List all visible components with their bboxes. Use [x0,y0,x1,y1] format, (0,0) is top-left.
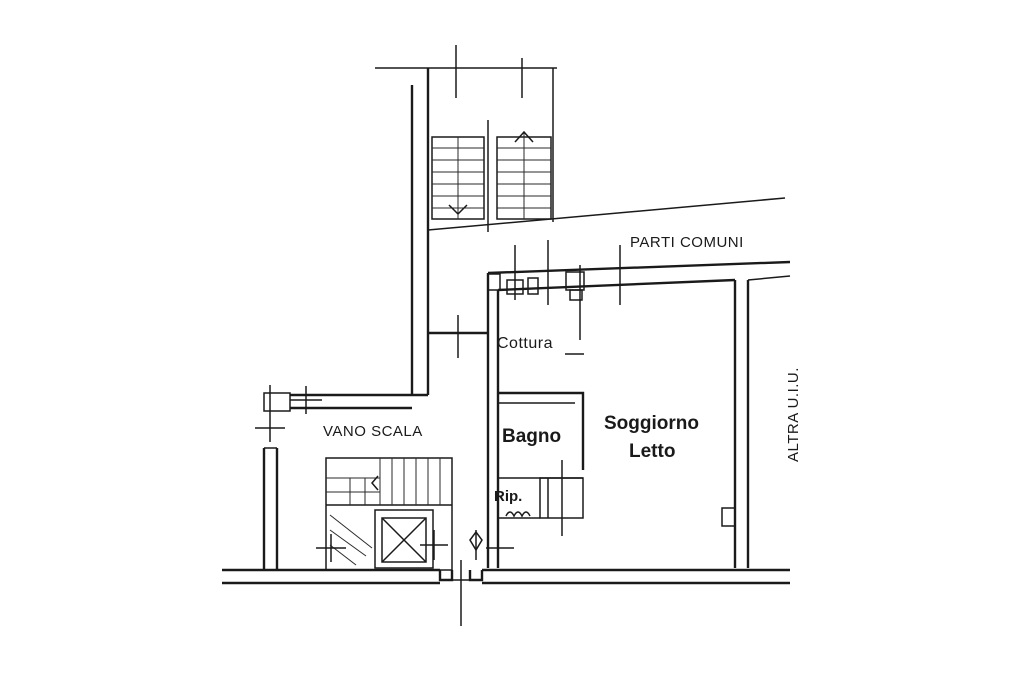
label-cottura: Cottura [497,335,553,352]
label-soggiorno: Soggiorno [604,413,699,434]
bathroom [498,391,585,536]
apartment-walls [486,240,791,568]
label-letto: Letto [629,441,675,462]
label-parti-comuni: PARTI COMUNI [630,234,744,251]
bottom-walls [222,568,790,585]
label-rip: Rip. [494,488,522,505]
label-altra-uiu: ALTRA U.I.U. [785,367,802,462]
label-bagno: Bagno [502,426,561,447]
common-area-boundary [427,197,786,231]
lower-staircase [316,457,453,571]
upper-staircase [375,45,557,395]
landing-walls [255,385,428,570]
entrance [438,530,514,626]
kitchen-passage [428,315,584,358]
label-vano-scala: VANO SCALA [323,423,423,440]
elevator [374,509,448,569]
